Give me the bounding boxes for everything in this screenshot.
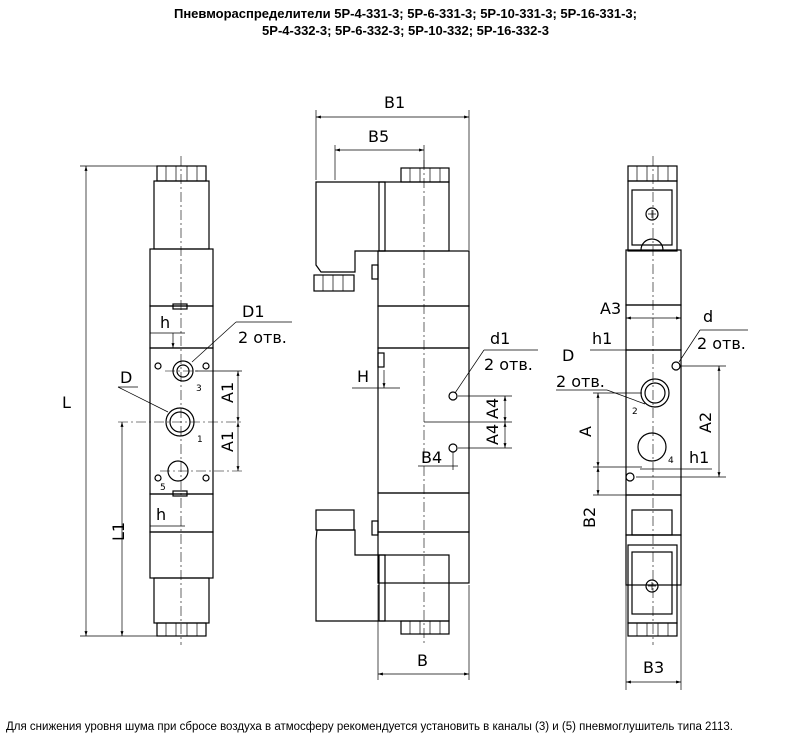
front-top-coil [153,180,210,250]
dim-A1-bottom-label: A1 [218,431,237,452]
side-top-coil [378,181,450,252]
dim-L-label: L [62,393,71,412]
dim-B2-label: B2 [580,507,599,528]
back-top-cable-entry [640,238,664,251]
front-port-1-label: 1 [197,435,203,445]
side-view: B1 B5 B H d1 2 отв. A4 A4 B4 [313,93,538,680]
back-bottom-body [625,534,682,586]
back-bottom-connector-face [631,551,673,615]
front-mount-hole-tr [202,362,210,370]
side-bottom-tab [371,520,379,536]
side-top-body [377,250,470,307]
back-lower-block [625,494,682,536]
side-lower-block [377,492,470,533]
front-mount-hole-bl [154,474,162,482]
side-top-tab [371,264,379,280]
dim-A1-top-label: A1 [218,382,237,403]
dim-d-label: d [703,307,713,326]
footnote: Для снижения уровня шума при сбросе возд… [6,721,733,733]
side-top-connector-nut [313,274,355,292]
back-bottom-cap [627,622,678,637]
front-valve-body [149,347,214,495]
front-holes-note: 2 отв. [238,328,287,347]
dim-D-leader [117,386,169,413]
side-bottom-coil [378,554,450,622]
front-top-cap [156,165,207,182]
front-top-body [149,248,214,307]
back-lower-flange [631,509,673,536]
front-bottom-body [149,531,214,579]
side-valve-body [377,347,470,494]
dim-H-label: H [357,367,369,386]
side-hole-d1-top [448,391,458,401]
back-holes-note-D: 2 отв. [556,372,605,391]
back-valve-body [625,349,682,496]
back-top-cap [627,165,678,182]
front-port-3-label: 3 [196,384,202,394]
dim-D-back-label: D [562,346,574,365]
back-top-connector-face [631,189,673,246]
dim-h1-bottom-label: h1 [689,448,709,467]
side-hole-d1-bottom [448,443,458,453]
back-bottom-connector [627,544,678,624]
back-view: A3 h1 d 2 отв. D 2 отв. A A2 h1 B2 [556,156,748,690]
dim-A4-top-label: A4 [483,398,502,419]
dim-A3-label: A3 [600,299,621,318]
dim-h-label: h [160,313,170,332]
dim-A4-bottom-label: A4 [483,424,502,445]
dim-A2-label: A2 [696,412,715,433]
side-bottom-connector [315,529,386,622]
front-mount-hole-br [202,474,210,482]
dim-D-label: D [120,368,132,387]
side-bottom-cap [400,620,450,635]
dim-D1-label: D1 [242,302,265,321]
side-bottom-body [377,531,470,584]
back-port-2-inner [644,382,666,404]
dim-B1-label: B1 [384,93,405,112]
front-mount-hole-tl [154,362,162,370]
side-mid-tab [377,352,385,368]
dim-d1-label: d1 [490,329,510,348]
dim-D1-leader [191,321,237,363]
dim-B-label: B [417,651,428,670]
back-top-connector [627,180,678,252]
side-upper-block [377,305,470,349]
back-hole-d-bottom [625,472,635,482]
front-port-5-label: 5 [160,483,166,493]
side-bottom-connector-nut [315,509,355,531]
side-top-connector [315,181,386,273]
back-port-4-label: 4 [668,456,674,466]
back-bottom-screw [645,579,659,593]
dim-A-label: A [576,426,595,437]
dim-h1-top-label: h1 [592,329,612,348]
back-port-2-label: 2 [632,407,638,417]
dim-D-back-leader [606,389,646,405]
title-line-1: Пневмораспределители 5Р-4-331-3; 5Р-6-33… [173,6,637,21]
back-holes-note-d: 2 отв. [697,334,746,353]
front-bottom-cap [156,622,207,637]
front-view: L L1 D D1 2 отв. h h A1 A1 3 1 5 [62,156,292,645]
front-bottom-coil [153,577,210,624]
side-holes-note: 2 отв. [484,355,533,374]
dim-h-bottom-label: h [156,505,166,524]
side-top-cap [400,167,450,183]
dim-B5-label: B5 [368,127,389,146]
dim-d1-leader [454,349,485,394]
dim-B4-label: B4 [421,448,442,467]
back-top-screw [645,207,659,221]
dim-L1-label: L1 [109,522,128,541]
dim-d-leader [678,329,701,363]
back-port-4 [637,432,667,462]
back-hole-d-top [671,361,681,371]
title-line-2: 5Р-4-332-3; 5Р-6-332-3; 5Р-10-332; 5Р-16… [262,23,549,38]
front-bottom-notch [172,490,188,497]
dim-B3-label: B3 [643,658,664,677]
back-top-body [625,249,682,306]
back-upper-block [625,304,682,351]
